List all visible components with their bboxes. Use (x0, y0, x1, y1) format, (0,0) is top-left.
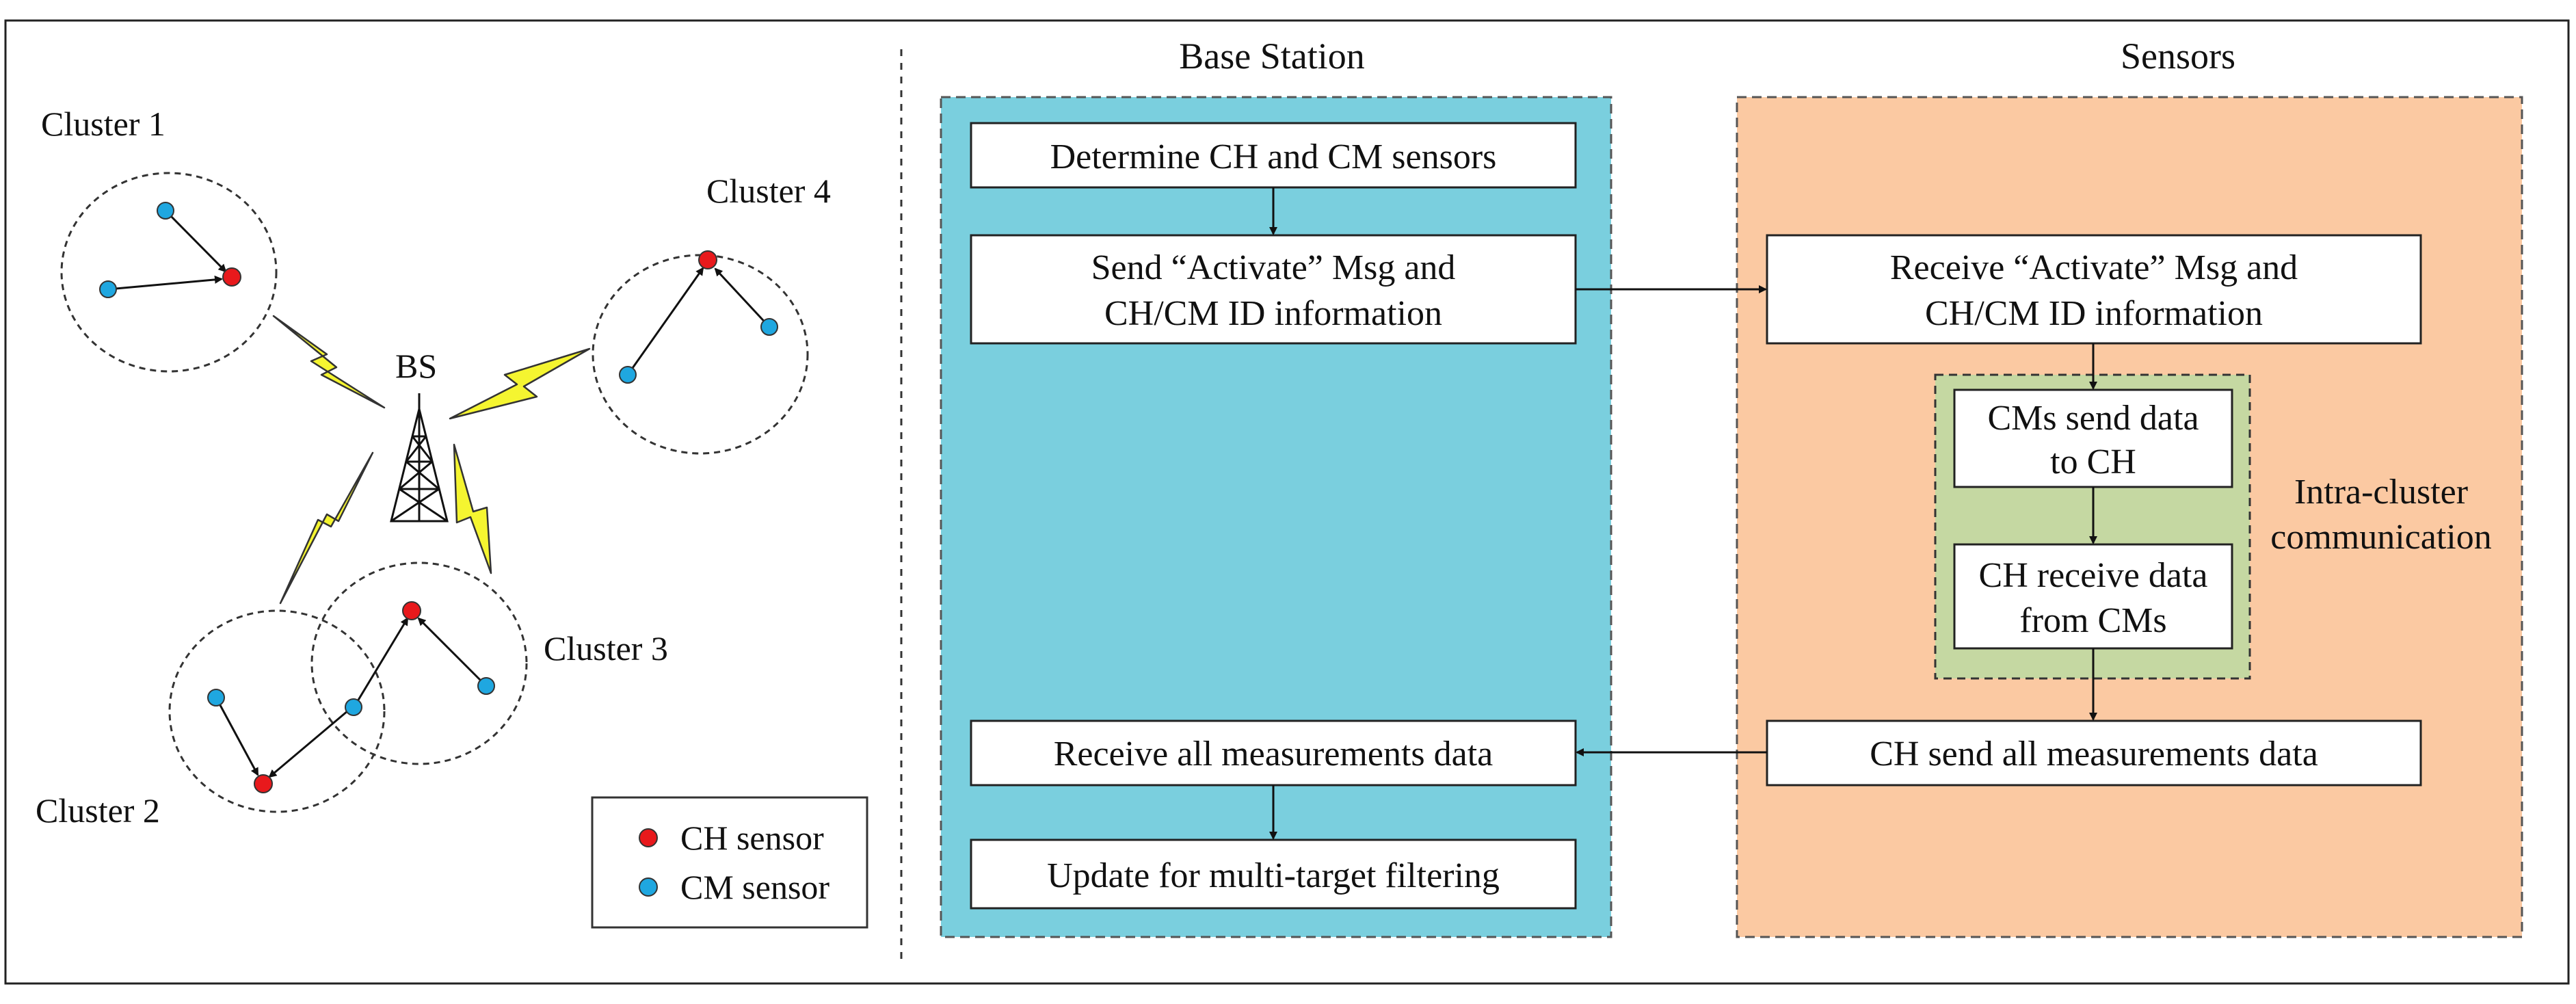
link-c3-a (354, 617, 409, 705)
cm-sensor-icon (345, 698, 362, 716)
ch-sensor-icon (254, 774, 273, 793)
receive-activate-line2: CH/CM ID information (1925, 294, 2263, 333)
ch-receive-line1: CH receive data (1979, 556, 2208, 595)
base-station-tower-icon (390, 393, 449, 523)
lightning-bolt-icon (449, 347, 591, 420)
base-station-heading: Base Station (1179, 36, 1364, 77)
network-topology: Cluster 1 Cluster 4 Cluster 2 Cluster 3 (36, 105, 868, 929)
intra-cluster-line1: Intra-cluster (2294, 473, 2468, 512)
ch-legend-icon (639, 828, 658, 847)
outer-frame (4, 19, 2570, 985)
ch-sensor-icon (402, 601, 421, 620)
ch-sensor-icon (222, 267, 241, 287)
legend-cm-label: CM sensor (680, 868, 829, 906)
cms-send-box (1953, 388, 2233, 488)
link-c4-b (714, 267, 771, 328)
send-activate-line2: CH/CM ID information (1104, 294, 1442, 333)
cluster-2-boundary (168, 609, 386, 813)
legend-ch-label: CH sensor (680, 819, 824, 857)
determine-ch-cm-text: Determine CH and CM sensors (1050, 137, 1497, 176)
cluster-3-boundary (310, 562, 528, 765)
base-station-panel (940, 96, 1612, 938)
flow-diagram: Base Station Sensors Determine CH and CM… (940, 36, 2523, 938)
legend: CH sensor CM sensor (591, 796, 868, 929)
send-activate-box (970, 234, 1577, 345)
ch-sensor-icon (698, 250, 717, 269)
receive-all-text: Receive all measurements data (1054, 735, 1493, 774)
update-filtering-text: Update for multi-target filtering (1047, 856, 1500, 895)
link-c3-b (417, 617, 488, 687)
ch-receive-line2: from CMs (2019, 601, 2166, 640)
link-c1-b (107, 275, 223, 291)
determine-ch-cm-box (970, 122, 1577, 189)
cluster-1-label: Cluster 1 (41, 105, 165, 143)
cm-sensor-icon (477, 677, 495, 695)
lightning-bolt-icon (279, 451, 374, 605)
update-filtering-box (970, 838, 1577, 910)
cluster-1-boundary (60, 172, 278, 373)
ch-send-all-box (1766, 719, 2422, 787)
cm-sensor-icon (619, 366, 637, 384)
link-c1-a (164, 209, 227, 273)
link-c4-a (626, 267, 704, 375)
bs-label: BS (395, 347, 437, 385)
legend-box (591, 796, 868, 929)
intra-cluster-line2: communication (2270, 518, 2491, 557)
cm-legend-icon (639, 877, 658, 897)
cms-send-line2: to CH (2050, 442, 2136, 481)
receive-activate-line1: Receive “Activate” Msg and (1890, 248, 2298, 287)
cluster-4-label: Cluster 4 (706, 172, 831, 210)
receive-activate-box (1766, 234, 2422, 345)
sensors-heading: Sensors (2121, 36, 2235, 77)
send-activate-line1: Send “Activate” Msg and (1091, 248, 1456, 287)
cm-sensor-icon (99, 280, 117, 298)
cms-send-line1: CMs send data (1987, 399, 2199, 438)
cluster-3-label: Cluster 3 (544, 629, 668, 668)
link-c2-a (215, 697, 259, 776)
cluster-4-boundary (592, 254, 809, 455)
cm-sensor-icon (760, 318, 778, 336)
cluster-2-label: Cluster 2 (36, 791, 160, 830)
lightning-bolt-icon (272, 315, 386, 409)
cm-sensor-icon (207, 689, 225, 706)
lightning-bolt-icon (453, 443, 492, 574)
cm-sensor-icon (157, 202, 174, 220)
ch-send-all-text: CH send all measurements data (1870, 735, 2318, 774)
ch-receive-box (1953, 543, 2233, 650)
link-c2-b (268, 706, 353, 778)
